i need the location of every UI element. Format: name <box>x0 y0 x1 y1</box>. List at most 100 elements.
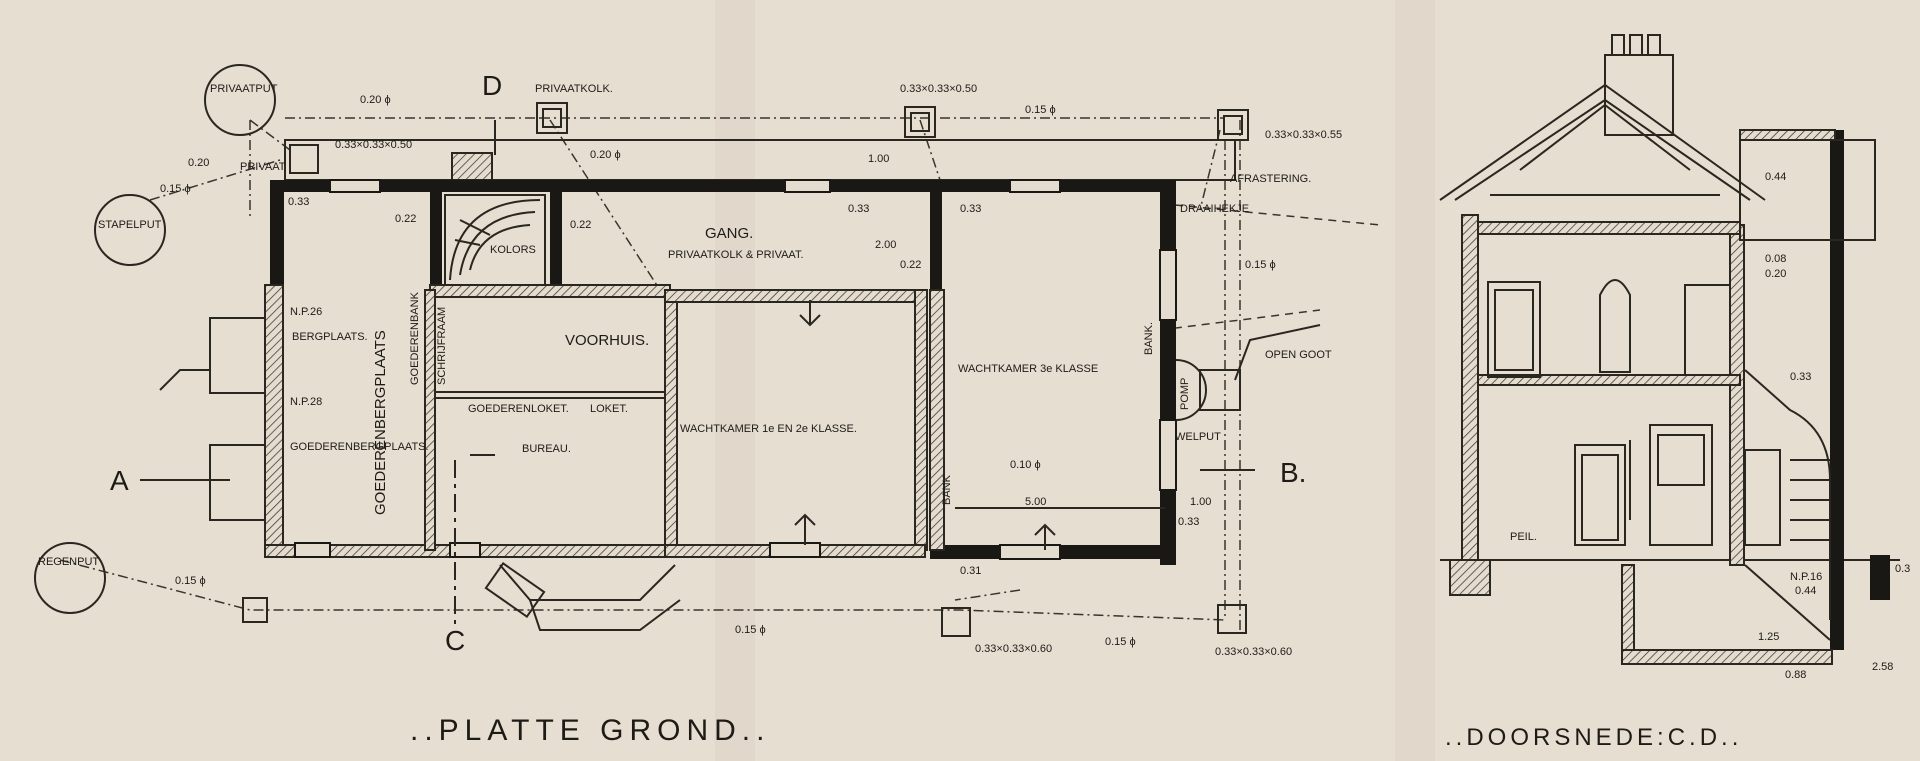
label-stapelput: STAPELPUT <box>98 219 162 231</box>
afrastering-line <box>1174 204 1381 226</box>
wall-wk3-north-west <box>930 180 942 290</box>
pit <box>904 106 936 138</box>
dim-text: 0.15 ϕ <box>160 183 191 195</box>
label-bergplaats: BERGPLAATS. <box>292 331 368 343</box>
label-privaatput: PRIVAATPUT <box>210 83 278 95</box>
paper-fold <box>715 0 755 761</box>
door-lower-right <box>1744 449 1781 546</box>
drain-line-bottom-mid <box>954 589 1021 601</box>
wall-stair-west <box>430 180 442 285</box>
door-lower-left-panel <box>1581 454 1619 541</box>
pit <box>542 108 562 128</box>
section-floor <box>1477 374 1741 386</box>
wall-wk12-east <box>914 289 928 551</box>
label-pomp: POMP <box>1179 378 1191 410</box>
wall-wk12-north <box>664 289 921 303</box>
label-schrijfraam: SCHRIJFRAAM <box>436 307 448 385</box>
welput-box <box>1199 369 1241 411</box>
wall-stair-east <box>550 180 562 295</box>
dim-text: 0.15 ϕ <box>735 624 766 636</box>
section-wall-mid <box>1729 224 1745 566</box>
dim-text: 0.33 <box>960 203 981 215</box>
door-upper-right <box>1684 284 1731 376</box>
stapelput-circle <box>94 194 166 266</box>
section-wall-left <box>1461 214 1479 596</box>
chimney-pot <box>1629 34 1643 56</box>
label-kolors: KOLORS <box>490 244 536 256</box>
label-np28: N.P.28 <box>290 396 322 408</box>
wall-west-upper <box>270 180 284 290</box>
section-dim: 0.44 <box>1795 585 1816 597</box>
floor-plan: PRIVAATPUT PRIVAATKOLK. STAPELPUT PRIVAA… <box>34 64 1381 747</box>
dim-text: 0.20 ϕ <box>360 94 391 106</box>
chimney-pot <box>1611 34 1625 56</box>
label-loket: LOKET. <box>590 403 628 415</box>
label-goederenbergplaats-vertical: GOEDERENBERGPLAATS <box>372 330 389 515</box>
window <box>294 542 331 558</box>
window <box>769 542 821 558</box>
wall-wk12-west <box>664 289 678 551</box>
label-afrastering: AFRASTERING. <box>1230 173 1311 185</box>
plan-title: ..PLATTE GROND.. <box>410 714 770 747</box>
section-wall-right <box>1830 130 1844 650</box>
window <box>1009 179 1061 193</box>
label-wachtkamer12: WACHTKAMER 1e EN 2e KLASSE. <box>680 423 857 435</box>
arched-window <box>1599 279 1631 373</box>
label-welput: WELPUT <box>1175 431 1221 443</box>
section-stair-treads <box>1790 459 1830 541</box>
label-privaatkolk-privaat: PRIVAATKOLK & PRIVAAT. <box>668 249 804 261</box>
dim-text: 0.15 ϕ <box>1245 259 1276 271</box>
label-privaat: PRIVAAT <box>240 161 286 173</box>
label-open-goot: OPEN GOOT <box>1265 349 1332 361</box>
dim-text: 0.22 <box>570 219 591 231</box>
pit <box>289 144 319 174</box>
section-stair-rail <box>1744 369 1831 620</box>
door-arrow <box>1034 523 1056 550</box>
porch-bench <box>484 561 546 619</box>
drain-line-corner <box>1199 129 1221 211</box>
drain-line-privaat <box>549 119 661 291</box>
welput-arc <box>1175 359 1207 421</box>
cellar-wall <box>1621 564 1635 656</box>
label-voorhuis: VOORHUIS. <box>565 332 649 349</box>
dim-text: 5.00 <box>1025 496 1046 508</box>
dim-text: 0.22 <box>395 213 416 225</box>
section-dim: 0.33 <box>1790 371 1811 383</box>
dim-text: 0.31 <box>960 565 981 577</box>
door-arrow <box>794 513 816 545</box>
section-drawing: 0.44 0.08 0.20 0.33 PEIL. N.P.16 0.44 1.… <box>1439 34 1910 751</box>
dim-text: 0.20 ϕ <box>590 149 621 161</box>
foundation-left <box>1449 559 1491 596</box>
section-dim: 1.25 <box>1758 631 1779 643</box>
section-marker-d: D <box>482 70 502 101</box>
section-dim: N.P.16 <box>1790 571 1822 583</box>
dim-text: 0.33 <box>848 203 869 215</box>
pit <box>1217 604 1247 634</box>
dim-text: 0.33 <box>288 196 309 208</box>
dim-text: 0.15 ϕ <box>1025 104 1056 116</box>
cellar-floor <box>1621 649 1833 665</box>
label-gang: GANG. <box>705 225 753 242</box>
label-goederenbergplaats: GOEDERENBERGPLAATS. <box>290 441 429 453</box>
west-bay <box>209 444 266 521</box>
section-marker-b: B. <box>1280 457 1306 488</box>
section-dim: 0.44 <box>1765 171 1786 183</box>
wall-west-lower <box>264 284 284 556</box>
door-lower-center-glass <box>1657 434 1705 486</box>
regenput-circle <box>34 542 106 614</box>
section-canopy-frame <box>1739 139 1876 241</box>
door-arrow <box>799 300 821 327</box>
label-privaatkolk: PRIVAATKOLK. <box>535 83 613 95</box>
dim-text: 1.00 <box>868 153 889 165</box>
dim-text: 0.20 <box>188 157 209 169</box>
label-wachtkamer3: WACHTKAMER 3e KLASSE <box>958 363 1098 375</box>
window <box>1159 419 1177 491</box>
section-dim: 0.3 <box>1895 563 1910 575</box>
dim-text: 1.00 <box>1190 496 1211 508</box>
section-marker-a: A <box>110 465 129 496</box>
pit <box>1223 115 1243 135</box>
label-draaihekje: DRAAIHEKJE <box>1180 203 1249 215</box>
door-upper-left <box>1487 281 1541 378</box>
wall-bureau-west <box>424 289 436 551</box>
pit <box>910 112 930 132</box>
